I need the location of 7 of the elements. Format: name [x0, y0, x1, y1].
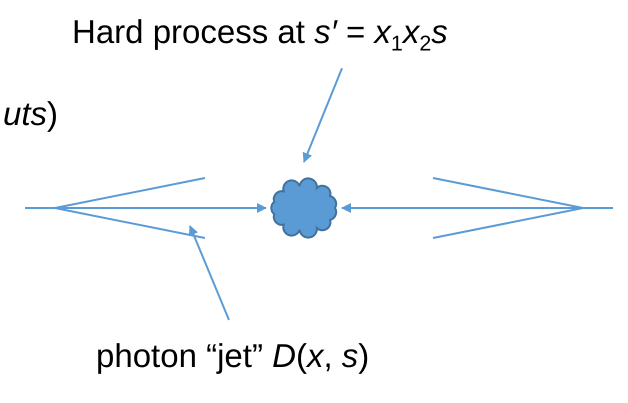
annotation-text: photon “jet” D(x, s) — [96, 338, 370, 374]
annotation-text: Hard process at s′ = x$_{1}$x$_{2}$s — [72, 14, 448, 56]
cut-off-text: uts) — [3, 96, 58, 132]
arrow — [341, 203, 613, 213]
arrow — [25, 203, 267, 213]
arrow — [188, 225, 230, 320]
arrow — [302, 68, 343, 163]
